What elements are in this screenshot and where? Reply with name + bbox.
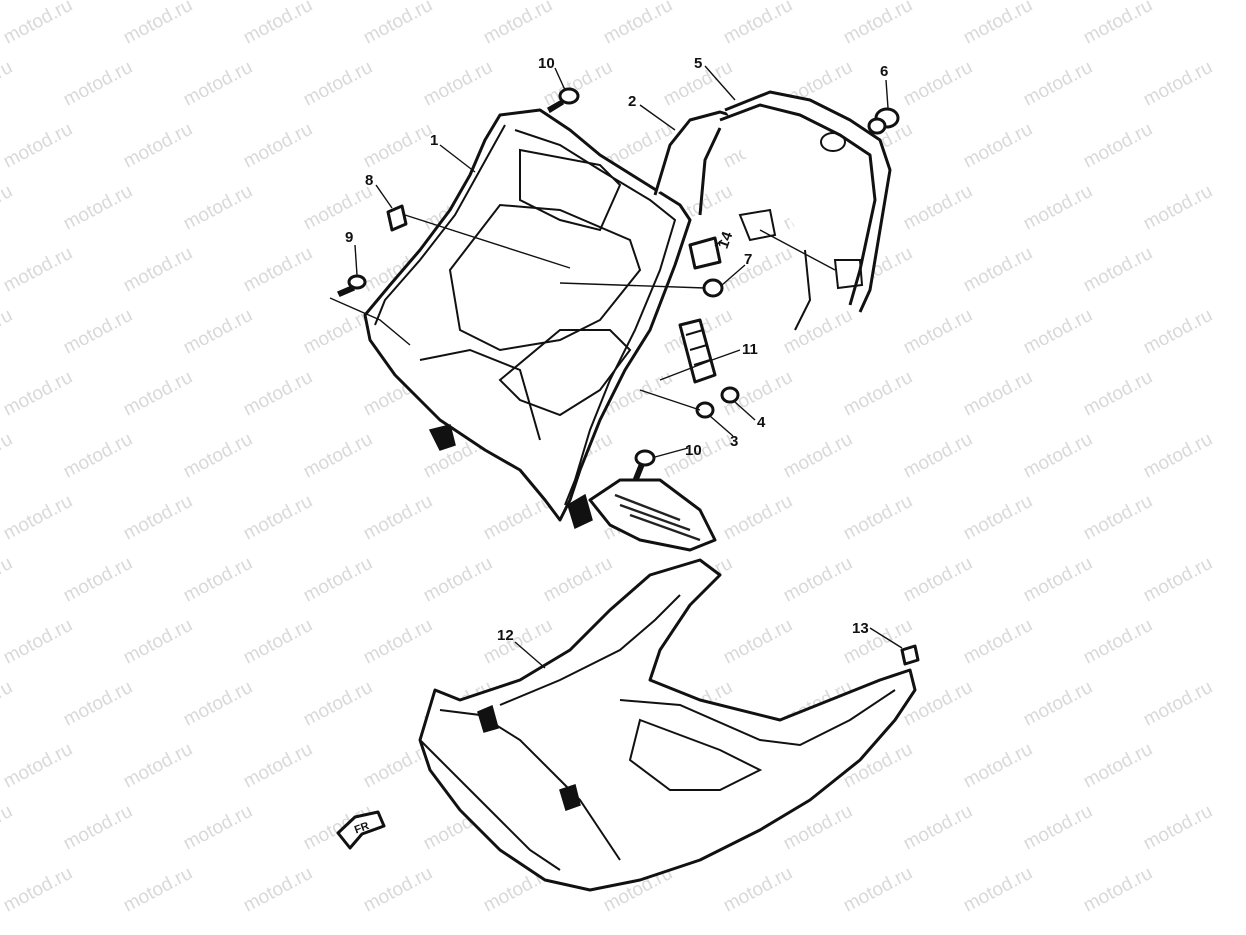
callout-9: 9 <box>345 229 353 246</box>
callout-4: 4 <box>757 414 766 431</box>
part-11-bracket <box>678 318 717 384</box>
front-arrow-label: FR <box>353 820 371 836</box>
front-direction-arrow: FR <box>336 810 386 850</box>
part-3-washer <box>695 401 715 419</box>
leader-lines <box>329 65 903 669</box>
part-6-grommet <box>867 107 900 135</box>
callout-13: 13 <box>852 620 869 637</box>
part-1-leg-shield <box>363 108 692 530</box>
part-5-molding <box>719 90 892 331</box>
callout-6: 6 <box>880 63 888 80</box>
callout-10-lower: 10 <box>685 442 702 459</box>
part-14-label <box>688 236 722 270</box>
callout-5: 5 <box>694 55 702 72</box>
footrest-grille <box>588 478 717 552</box>
callout-10-top: 10 <box>538 55 555 72</box>
callout-2: 2 <box>628 93 636 110</box>
callout-8: 8 <box>365 172 373 189</box>
callout-12: 12 <box>497 627 514 644</box>
callout-1: 1 <box>430 132 438 149</box>
callout-labels: 10 1 2 5 6 8 9 14 7 11 4 3 10 12 13 <box>345 55 888 644</box>
callout-14: 14 <box>715 229 737 251</box>
part-10-screw-top <box>547 87 580 114</box>
part-8-label <box>386 204 408 232</box>
part-9-screw <box>336 274 367 297</box>
part-10-screw-lower <box>633 449 656 482</box>
part-4-screw <box>720 386 740 404</box>
callout-3: 3 <box>730 433 738 450</box>
part-12-lower-cover <box>418 558 917 892</box>
callout-7: 7 <box>744 251 752 268</box>
part-13-clip <box>900 644 920 666</box>
callout-11: 11 <box>742 341 758 358</box>
part-7-nut <box>702 278 724 298</box>
